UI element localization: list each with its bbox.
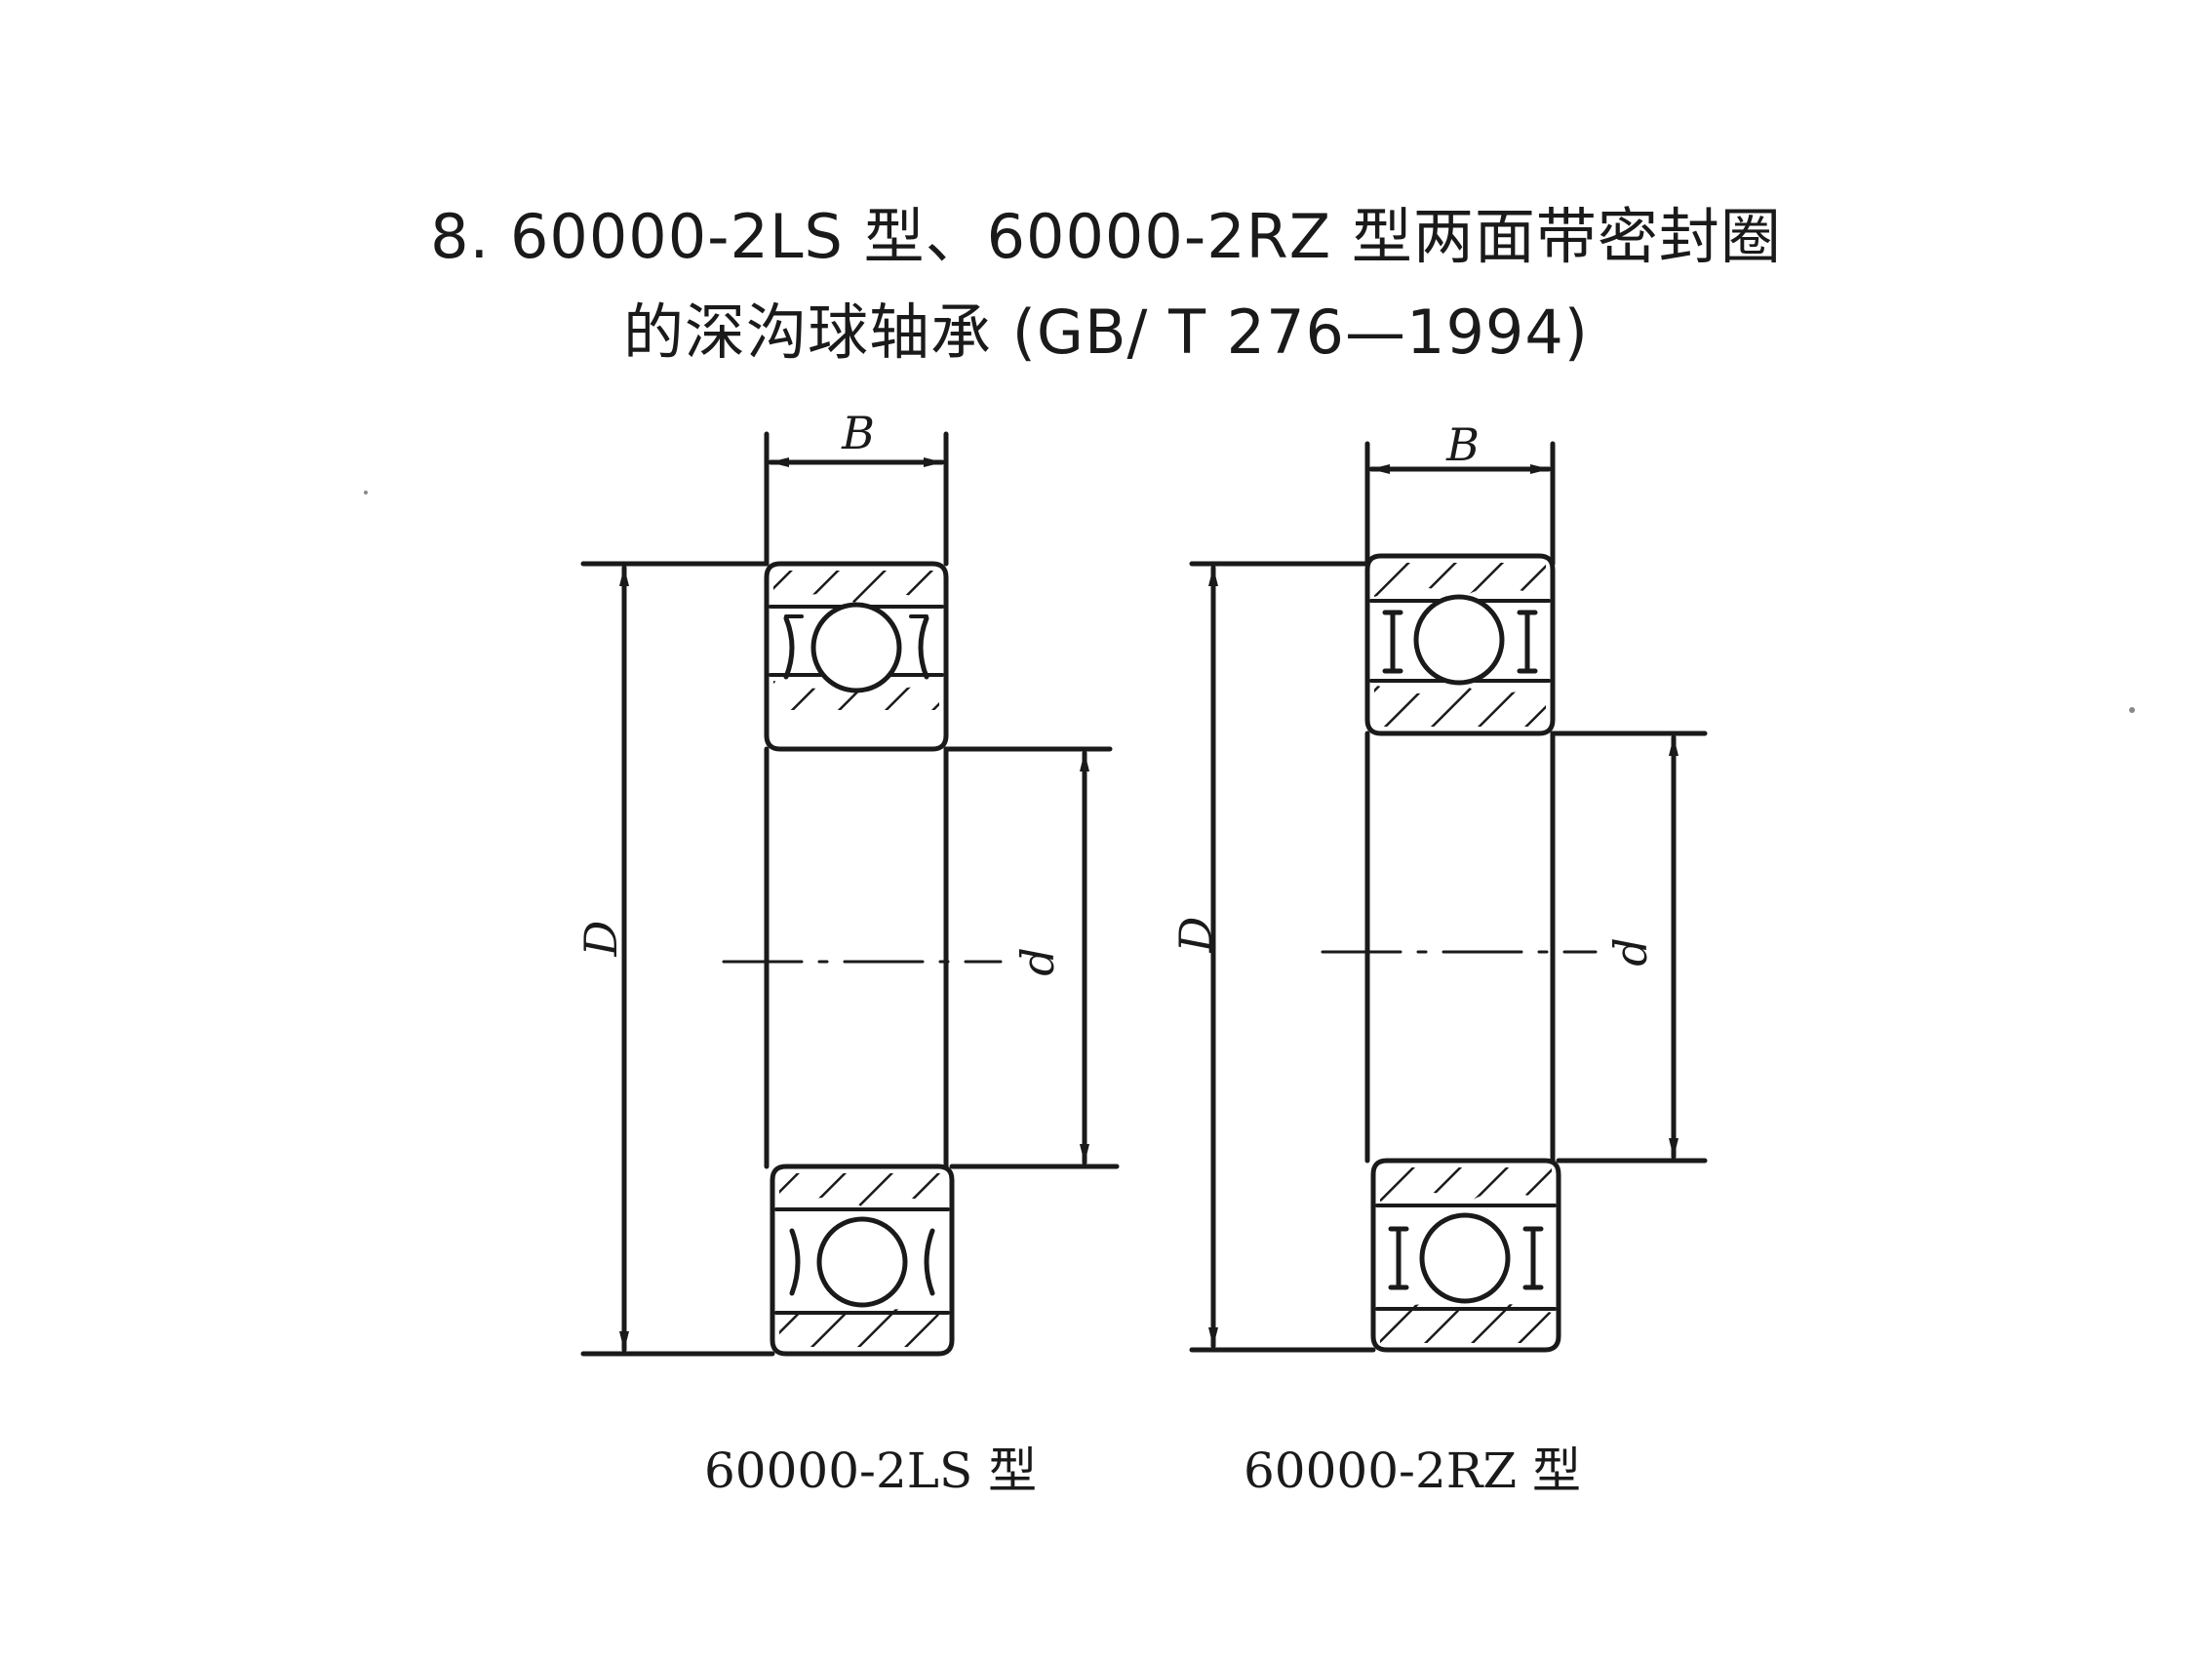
width-dimension-b: B [1364,418,1556,567]
ball [810,602,902,693]
caption-2ls: 60000-2LS 型 [704,1442,1038,1499]
bearing-2rz-drawing: B D d [1169,418,1708,1353]
title-line-1: 8. 60000-2LS 型、60000-2RZ 型两面带密封圈 [430,201,1782,272]
seal-left [783,615,795,680]
inner-ring-hatch [773,677,939,710]
caption-2rz: 60000-2RZ 型 [1244,1442,1582,1499]
outer-ring-hatch [779,1309,945,1347]
inner-ring-hatch [1380,1167,1552,1205]
width-label-b: B [841,407,875,459]
shield-right [1522,1226,1544,1290]
outer-diameter-dimension-d: D [574,561,775,1357]
width-label-b: B [1445,418,1480,471]
inner-ring-hatch [779,1173,945,1209]
bearing-2ls-drawing: B D d [574,407,1120,1357]
outer-diameter-dimension-d: D [1169,561,1376,1353]
bearing-section-top [1364,553,1556,736]
ball [1413,594,1505,686]
outer-diameter-label-d: D [1169,917,1222,954]
bore-label-d: d [1011,947,1064,975]
bore-dimension-d: d [943,746,1120,1169]
outer-diameter-label-d: D [574,921,627,958]
ball [1419,1212,1511,1304]
shield-left [1382,610,1403,674]
scan-speck [364,491,368,494]
scan-speck [2129,707,2135,713]
outer-ring-hatch [1374,563,1546,601]
seal-right [918,615,929,680]
outer-ring-hatch [773,571,939,607]
bearing-section-top [764,561,949,752]
bore-dimension-d: d [1550,731,1708,1164]
inner-ring-hatch [1374,681,1546,727]
width-dimension-b: B [764,407,949,567]
shield-right [1517,610,1538,674]
bearing-section-bottom [1370,1158,1561,1353]
seal-right [924,1228,935,1296]
title-line-2: 的深沟球轴承 (GB/ T 276—1994) [623,296,1589,368]
bore-label-d: d [1604,937,1657,966]
shield-left [1388,1226,1409,1290]
bearing-section-bottom [770,1164,955,1357]
ball [816,1216,908,1308]
seal-left [789,1228,801,1296]
outer-ring-hatch [1380,1303,1552,1343]
